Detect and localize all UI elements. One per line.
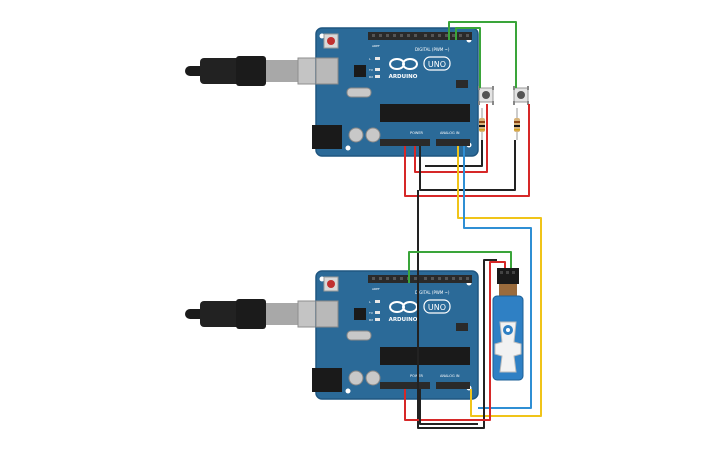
led-l-label: L xyxy=(369,300,371,304)
led-tx-label: TX xyxy=(368,311,373,315)
digital-header-label: DIGITAL (PWM ~) xyxy=(415,47,450,52)
brand-label: ARDUINO xyxy=(389,317,418,323)
power-header-label: POWER xyxy=(410,374,424,378)
arduino-board-bottom[interactable]: AREF DIGITAL (PWM ~) ARDUINO UNO L TX RX… xyxy=(185,270,479,400)
microcontroller-chip xyxy=(380,347,470,365)
analog-header-label: ANALOG IN xyxy=(440,131,460,135)
aref-label: AREF xyxy=(372,287,380,291)
microcontroller-chip xyxy=(380,104,470,122)
model-label: UNO xyxy=(428,303,446,312)
usb-cable-top xyxy=(185,56,321,86)
led-rx-label: RX xyxy=(369,75,373,79)
usb-cable-bottom xyxy=(185,299,321,329)
pushbutton-2[interactable] xyxy=(513,86,529,105)
servo-motor[interactable] xyxy=(492,268,524,381)
brand-label: ARDUINO xyxy=(389,74,418,80)
resistor-1[interactable] xyxy=(479,108,485,140)
model-label: UNO xyxy=(428,60,446,69)
led-l-label: L xyxy=(369,57,371,61)
pushbutton-1[interactable] xyxy=(478,86,494,105)
power-header-label: POWER xyxy=(410,131,424,135)
digital-header-label: DIGITAL (PWM ~) xyxy=(415,290,450,295)
reset-button-bottom[interactable] xyxy=(323,276,339,292)
reset-button-top[interactable] xyxy=(323,33,339,49)
analog-header-label: ANALOG IN xyxy=(440,374,460,378)
resistor-2[interactable] xyxy=(514,108,520,140)
wires xyxy=(404,21,542,429)
arduino-board-top[interactable]: AREF DIGITAL (PWM ~) ARDUINO UNO L TX RX… xyxy=(185,27,479,157)
aref-label: AREF xyxy=(372,44,380,48)
led-tx-label: TX xyxy=(368,68,373,72)
led-rx-label: RX xyxy=(369,318,373,322)
arduino-logo-top: ARDUINO UNO xyxy=(389,56,451,80)
